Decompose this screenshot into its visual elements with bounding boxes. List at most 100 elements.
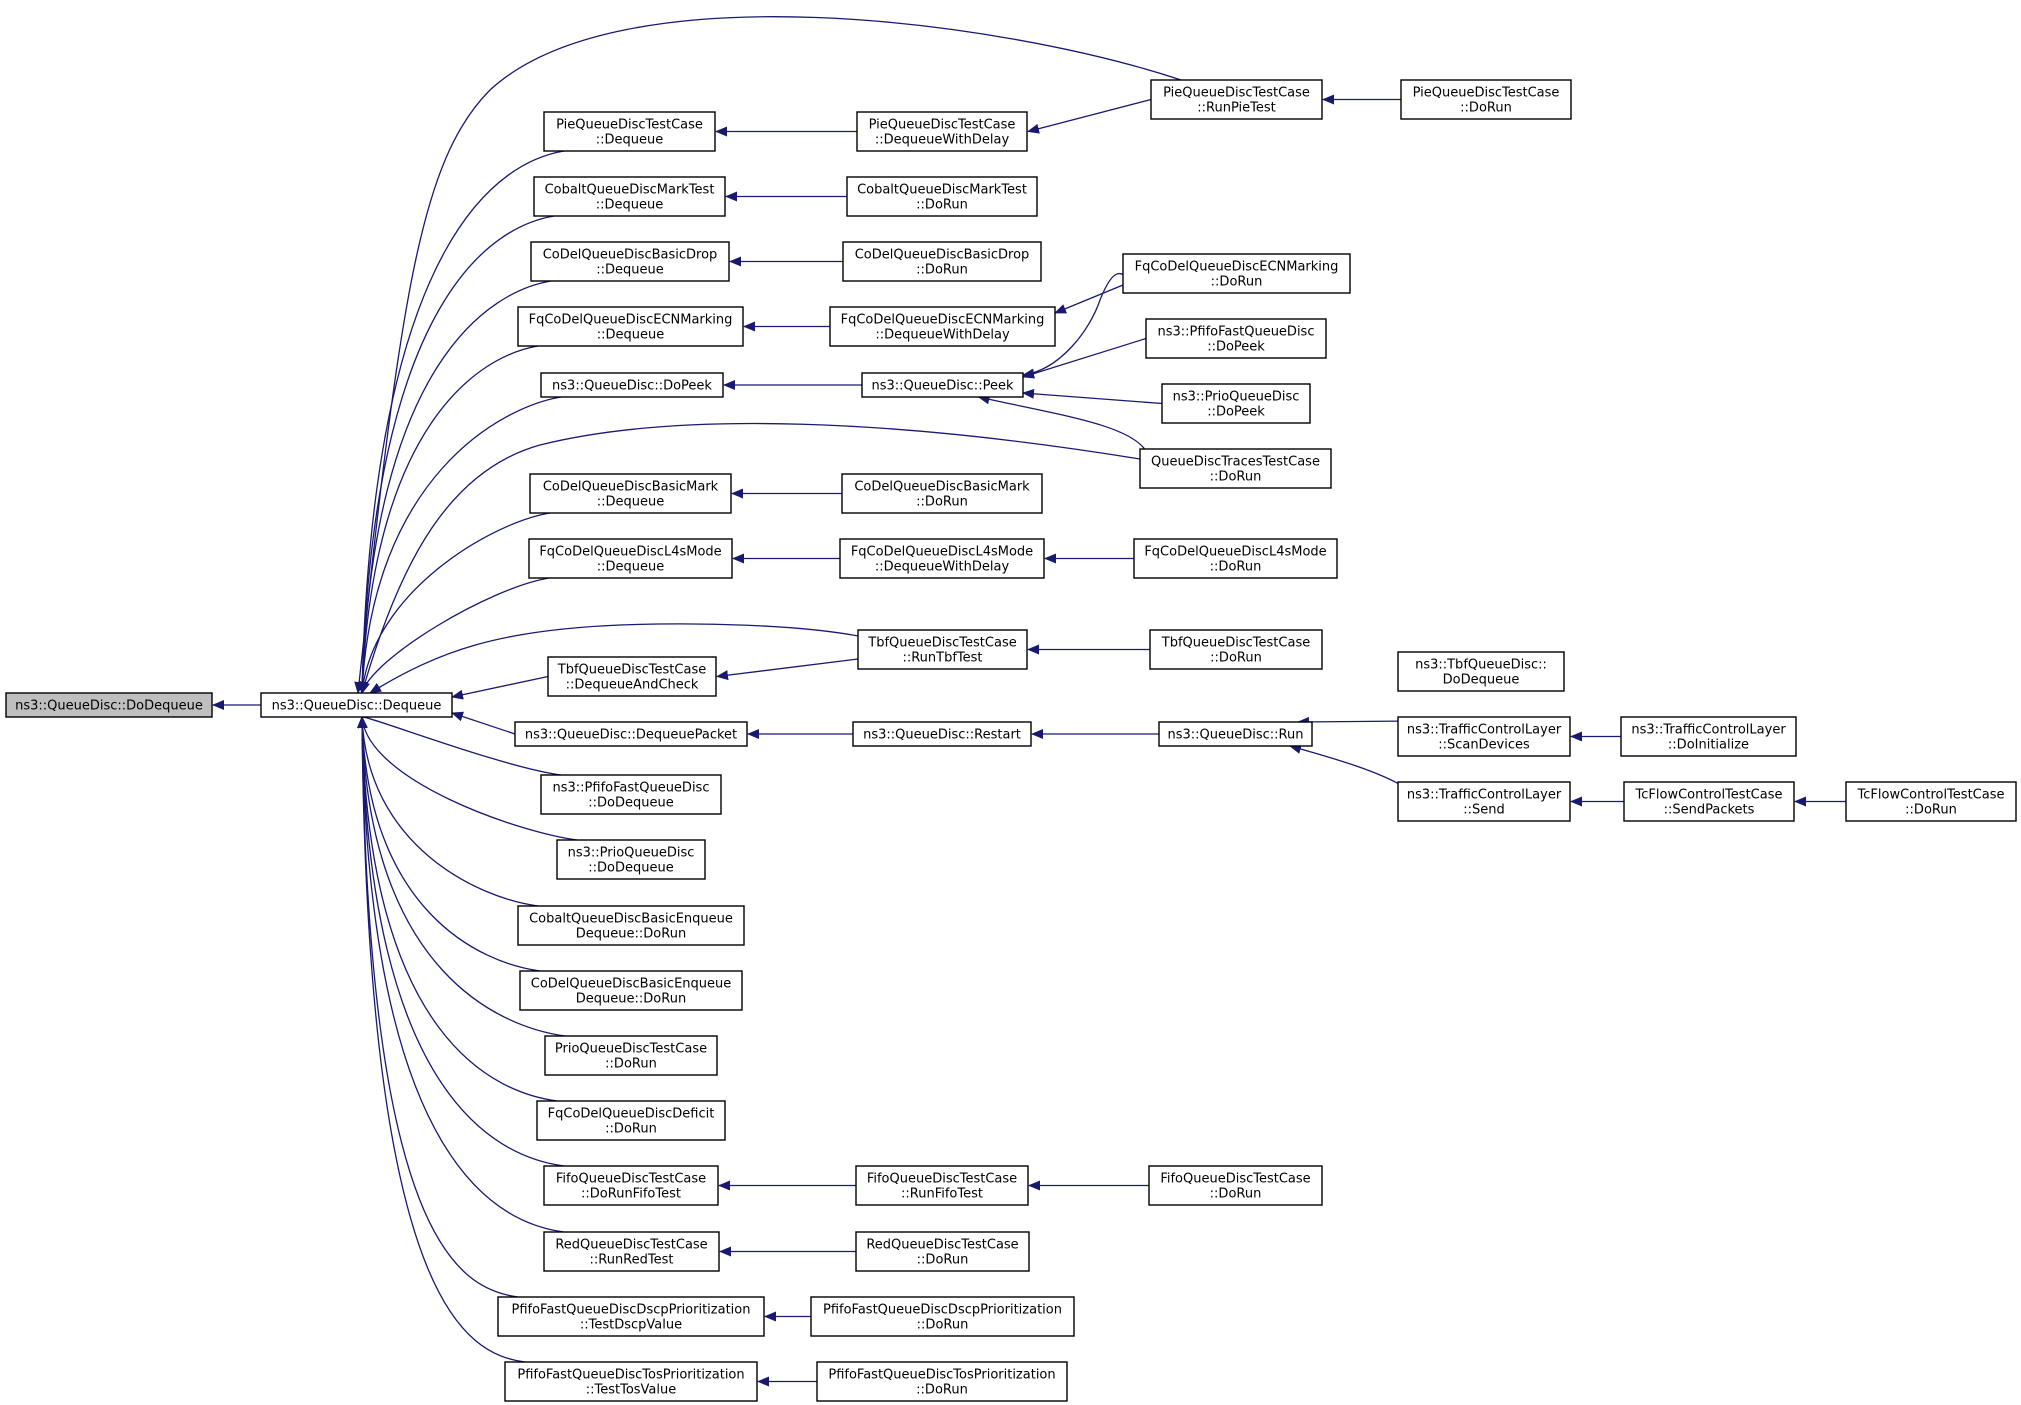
node-label: RedQueueDiscTestCase xyxy=(866,1238,1018,1253)
node-tbfDeqCheck[interactable]: TbfQueueDiscTestCase::DequeueAndCheck xyxy=(547,656,717,697)
node-cobEnq[interactable]: CobaltQueueDiscBasicEnqueueDequeue::DoRu… xyxy=(517,905,745,946)
node-pieDeq[interactable]: PieQueueDiscTestCase::Dequeue xyxy=(543,111,716,152)
node-tcSend[interactable]: TcFlowControlTestCase::SendPackets xyxy=(1623,781,1795,822)
node-box xyxy=(1150,79,1323,120)
edge-deq-pfifoDeq xyxy=(361,708,562,776)
node-box xyxy=(856,111,1028,152)
node-box xyxy=(846,176,1038,217)
node-dscpTest[interactable]: PfifoFastQueueDiscDscpPrioritization::Te… xyxy=(497,1296,765,1337)
node-pieRunPie[interactable]: PieQueueDiscTestCase::RunPieTest xyxy=(1150,79,1323,120)
node-label: FqCoDelQueueDiscL4sMode xyxy=(851,545,1033,560)
node-tbfRun[interactable]: TbfQueueDiscTestCase::DoRun xyxy=(1149,629,1323,670)
node-label: ::Dequeue xyxy=(597,560,665,575)
node-box xyxy=(1122,253,1351,294)
edge-deq-dscpTest xyxy=(357,716,519,1298)
node-peek[interactable]: ns3::QueueDisc::Peek xyxy=(861,372,1024,398)
node-fqL4sDeq[interactable]: FqCoDelQueueDiscL4sMode::Dequeue xyxy=(528,538,733,579)
node-codelDropRun[interactable]: CoDelQueueDiscBasicDrop::DoRun xyxy=(842,241,1042,282)
node-codelDrop[interactable]: CoDelQueueDiscBasicDrop::Dequeue xyxy=(530,241,730,282)
node-fqL4sDelay[interactable]: FqCoDelQueueDiscL4sMode::DequeueWithDela… xyxy=(839,538,1045,579)
node-tracesRun[interactable]: QueueDiscTracesTestCase::DoRun xyxy=(1139,448,1332,489)
node-tclInit[interactable]: ns3::TrafficControlLayer::DoInitialize xyxy=(1620,716,1797,757)
edge-qdRun-tclScan xyxy=(1297,716,1409,727)
node-label: ns3::QueueDisc::Restart xyxy=(863,728,1021,743)
node-fifoDoRunFifo[interactable]: FifoQueueDiscTestCase::DoRunFifoTest xyxy=(543,1165,719,1206)
node-fifoRunFifo[interactable]: FifoQueueDiscTestCase::RunFifoTest xyxy=(855,1165,1029,1206)
node-box xyxy=(544,1035,718,1076)
node-redRun[interactable]: RedQueueDiscTestCase::DoRun xyxy=(855,1231,1030,1272)
node-fqEcnRun[interactable]: FqCoDelQueueDiscECNMarking::DoRun xyxy=(1122,253,1351,294)
node-fqL4sRun[interactable]: FqCoDelQueueDiscL4sMode::DoRun xyxy=(1133,538,1338,579)
node-box xyxy=(543,1165,719,1206)
node-label: DoDequeue xyxy=(1443,673,1520,688)
node-root[interactable]: ns3::QueueDisc::DoDequeue xyxy=(5,692,213,718)
node-label: Dequeue::DoRun xyxy=(576,992,686,1007)
node-tbfRunTbf[interactable]: TbfQueueDiscTestCase::RunTbfTest xyxy=(857,629,1028,670)
node-label: ::DoRun xyxy=(917,1253,969,1268)
node-label: ::DoRun xyxy=(605,1057,657,1072)
node-fqDef[interactable]: FqCoDelQueueDiscDeficit::DoRun xyxy=(536,1100,726,1141)
node-qdRun[interactable]: ns3::QueueDisc::Run xyxy=(1158,721,1313,747)
node-pieRun[interactable]: PieQueueDiscTestCase::DoRun xyxy=(1400,79,1572,120)
node-deqPacket[interactable]: ns3::QueueDisc::DequeuePacket xyxy=(514,721,748,747)
node-cobMark[interactable]: CobaltQueueDiscMarkTest::Dequeue xyxy=(533,176,726,217)
node-pfifoDeq[interactable]: ns3::PfifoFastQueueDisc::DoDequeue xyxy=(540,774,722,815)
node-cobMarkRun[interactable]: CobaltQueueDiscMarkTest::DoRun xyxy=(846,176,1038,217)
node-prioPeek[interactable]: ns3::PrioQueueDisc::DoPeek xyxy=(1161,383,1311,424)
node-box xyxy=(517,905,745,946)
node-fqEcnDeq[interactable]: FqCoDelQueueDiscECNMarking::Dequeue xyxy=(517,306,744,347)
node-label: PfifoFastQueueDiscDscpPrioritization xyxy=(512,1303,751,1318)
node-tbfDeqDisc[interactable]: ns3::TbfQueueDisc::DoDequeue xyxy=(1397,651,1565,692)
node-label: ns3::QueueDisc::Peek xyxy=(872,379,1014,394)
node-label: PfifoFastQueueDiscTosPrioritization xyxy=(517,1368,744,1383)
node-tcRun[interactable]: TcFlowControlTestCase::DoRun xyxy=(1845,781,2017,822)
node-codelMark[interactable]: CoDelQueueDiscBasicMark::Dequeue xyxy=(529,473,732,514)
node-tosTest[interactable]: PfifoFastQueueDiscTosPrioritization::Tes… xyxy=(504,1361,758,1402)
node-box xyxy=(1623,781,1795,822)
node-prioDeq[interactable]: ns3::PrioQueueDisc::DoDequeue xyxy=(556,839,706,880)
node-label: ::DoRun xyxy=(1211,275,1263,290)
node-codelMarkRun[interactable]: CoDelQueueDiscBasicMark::DoRun xyxy=(841,473,1043,514)
edge-deq-codelEnq xyxy=(357,716,541,972)
edge-peek-pfifoPeek xyxy=(1022,337,1147,379)
node-box xyxy=(540,372,724,398)
node-doPeek[interactable]: ns3::QueueDisc::DoPeek xyxy=(540,372,724,398)
call-edges xyxy=(212,16,1846,1387)
edge-peek-fqEcnRun xyxy=(1022,273,1134,379)
node-label: ns3::TrafficControlLayer xyxy=(1407,788,1562,803)
node-redRunRed[interactable]: RedQueueDiscTestCase::RunRedTest xyxy=(543,1231,720,1272)
node-fifoRun[interactable]: FifoQueueDiscTestCase::DoRun xyxy=(1148,1165,1323,1206)
node-label: FqCoDelQueueDiscL4sMode xyxy=(1144,545,1326,560)
node-deq[interactable]: ns3::QueueDisc::Dequeue xyxy=(260,692,453,718)
node-tclScan[interactable]: ns3::TrafficControlLayer::ScanDevices xyxy=(1397,716,1571,757)
node-label: ::TestDscpValue xyxy=(580,1318,682,1333)
node-label: ::DoRun xyxy=(1210,470,1262,485)
node-label: CoDelQueueDiscBasicEnqueue xyxy=(531,977,732,992)
node-restart[interactable]: ns3::QueueDisc::Restart xyxy=(852,721,1032,747)
node-label: CobaltQueueDiscMarkTest xyxy=(545,183,715,198)
node-label: PieQueueDiscTestCase xyxy=(869,118,1016,133)
node-tosRun[interactable]: PfifoFastQueueDiscTosPrioritization::DoR… xyxy=(816,1361,1068,1402)
node-label: ::DequeueWithDelay xyxy=(875,328,1010,343)
node-label: PieQueueDiscTestCase xyxy=(1413,86,1560,101)
node-label: ::RunFifoTest xyxy=(901,1187,983,1202)
node-box xyxy=(1149,629,1323,670)
node-box xyxy=(839,538,1045,579)
edge-deq-cobEnq xyxy=(357,716,539,907)
node-dscpRun[interactable]: PfifoFastQueueDiscDscpPrioritization::Do… xyxy=(810,1296,1075,1337)
node-label: ns3::PrioQueueDisc xyxy=(1173,390,1300,405)
node-label: ns3::TrafficControlLayer xyxy=(1407,723,1562,738)
node-box xyxy=(861,372,1024,398)
node-label: ns3::PfifoFastQueueDisc xyxy=(553,781,710,796)
node-label: ::DoRun xyxy=(1210,560,1262,575)
node-prioRun[interactable]: PrioQueueDiscTestCase::DoRun xyxy=(544,1035,718,1076)
node-fqEcnDelay[interactable]: FqCoDelQueueDiscECNMarking::DequeueWithD… xyxy=(829,306,1056,347)
node-pieDelay[interactable]: PieQueueDiscTestCase::DequeueWithDelay xyxy=(856,111,1028,152)
edge-deq-cobMark xyxy=(357,215,555,694)
node-pfifoPeek[interactable]: ns3::PfifoFastQueueDisc::DoPeek xyxy=(1145,318,1327,359)
edge-deq-redRunRed xyxy=(357,716,565,1233)
node-label: ::DoRunFifoTest xyxy=(581,1187,681,1202)
node-tclSend[interactable]: ns3::TrafficControlLayer::Send xyxy=(1397,781,1571,822)
node-box xyxy=(519,970,743,1011)
